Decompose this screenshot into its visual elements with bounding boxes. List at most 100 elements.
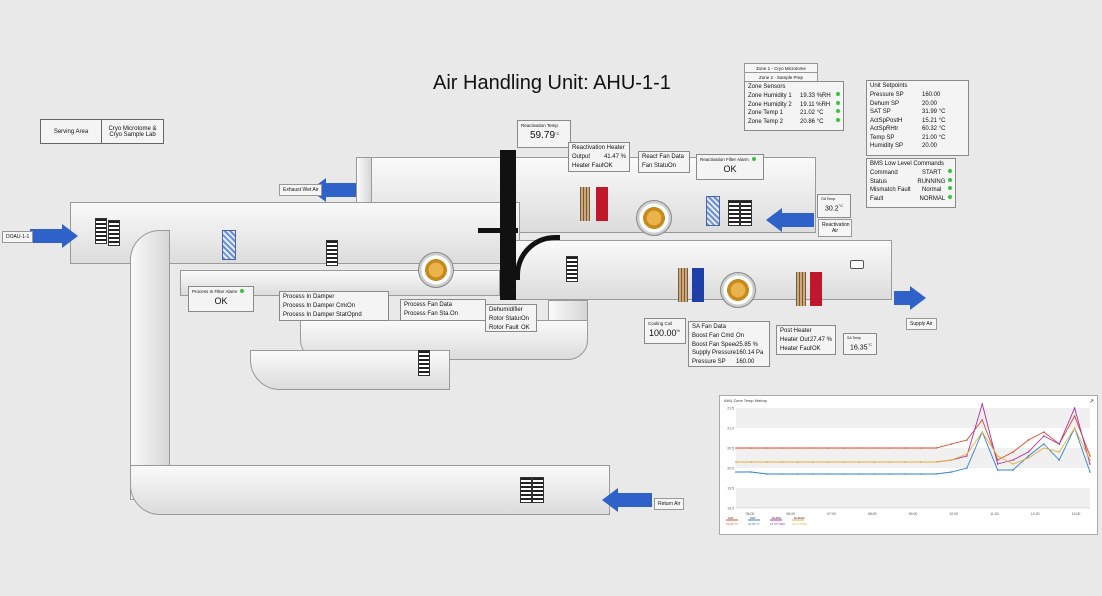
serving-area-value: Cryo Microtome & Cryo Sample Lab	[108, 125, 157, 138]
series-point-refrh2	[1058, 451, 1061, 453]
process-filter-alarm-label: Process In Filter Alarm	[189, 287, 253, 296]
series-point-zat	[750, 471, 753, 473]
setpoint-value: 15.21 °C	[922, 117, 946, 124]
status-dot-icon	[751, 157, 756, 161]
rotor-status-value: On	[521, 316, 530, 322]
series-line-zat	[736, 426, 1091, 475]
series-point-sat	[889, 447, 891, 449]
status-dot-icon	[948, 186, 952, 190]
series-line-refrh2	[736, 427, 1091, 465]
react-filter	[706, 196, 720, 226]
status-dot-icon	[836, 100, 840, 105]
zone-humidity-2-label: Zone Humidity 2	[748, 101, 792, 108]
series-point-zat	[1058, 459, 1061, 461]
series-point-refrh2	[796, 461, 799, 463]
setpoint-value: 31.99 °C	[922, 109, 946, 115]
series-point-refrh2	[950, 459, 953, 461]
expand-icon[interactable]: ↗	[1088, 399, 1094, 405]
series-point-refrh2	[1043, 447, 1045, 449]
series-point-sat	[765, 447, 768, 449]
series-point-refrh	[1027, 451, 1030, 453]
series-point-refrh2	[1089, 459, 1091, 461]
sa-fan-value: On	[736, 333, 745, 339]
return-vertical	[130, 230, 170, 500]
series-point-sat	[996, 459, 999, 461]
series-point-zat	[873, 473, 876, 475]
series-point-zat	[996, 469, 999, 471]
post-heater-panel: Post Heater Heater Out...27.47 % Heater …	[776, 325, 836, 355]
sa-sensor-icon	[850, 260, 864, 269]
oa-temp-unit: °C	[838, 203, 844, 208]
react-filter-alarm-panel: Reactivation Filter Alarm OK	[696, 154, 764, 180]
setpoint-label: SAT SP	[870, 109, 891, 115]
series-point-sat	[950, 443, 953, 445]
setpoint-label: Temp SP	[870, 134, 895, 141]
process-damper-2	[566, 256, 578, 282]
series-point-refrh2	[858, 461, 860, 463]
setpoint-label: ActSpRHtr	[870, 126, 899, 132]
status-dot-icon	[836, 92, 840, 96]
zone-temp-1-value: 21.02 °C	[800, 110, 824, 116]
cooling-coil-unit: %	[676, 328, 681, 333]
series-point-sat	[781, 447, 783, 449]
zone-humidity-1-value: 19.33 %RH	[800, 93, 831, 99]
post-heater-header: Post Heater	[780, 328, 812, 334]
page-title: Air Handling Unit: AHU-1-1	[433, 72, 671, 94]
setpoint-value: 160.00	[922, 92, 941, 98]
bms-value: RUNNING	[917, 178, 946, 185]
process-fan-header: Process Fan Data	[404, 302, 453, 308]
series-line-sat	[736, 414, 1091, 461]
x-tick-label: 06:00	[786, 512, 795, 516]
legend-value: 19.33 %RH	[770, 522, 785, 526]
bms-value: START	[922, 170, 942, 176]
reactivation-temp-value: 59.79	[530, 130, 556, 141]
bms-label: Status	[870, 178, 888, 185]
legend-value: 19.11 %RH	[792, 522, 807, 526]
zone-sensors-header: Zone Sensors	[748, 84, 786, 90]
series-point-refrh	[981, 403, 984, 405]
process-filter	[222, 230, 236, 260]
x-tick-label: 05:00	[746, 512, 755, 516]
reactivation-air-label: Reactivation Air	[818, 219, 852, 237]
sa-temp-unit: °C	[867, 342, 873, 347]
series-point-refrh2	[873, 461, 876, 463]
reactivation-air-arrow	[766, 208, 814, 232]
series-point-refrh	[1089, 463, 1091, 465]
series-point-zat	[1027, 455, 1030, 457]
heater-output-value: 41.47 %	[603, 154, 626, 160]
rotor-divider-hbar	[478, 228, 518, 233]
react-fan-status-label: Fan Status	[642, 163, 668, 169]
zone-temp-1-label: Zone Temp 1	[748, 110, 783, 116]
post-heater-fault-value: OK	[812, 345, 821, 352]
status-dot-icon	[240, 289, 245, 293]
series-point-refrh	[1043, 435, 1045, 437]
damper-state-value: Opnd	[347, 311, 362, 318]
return-air-label: Return Air	[654, 498, 685, 510]
bms-label: Fault	[870, 195, 884, 202]
series-point-refrh2	[935, 461, 937, 463]
sa-fan-label: Boost Fan Speed	[692, 341, 736, 348]
series-point-refrh2	[919, 461, 922, 463]
setpoint-label: Pressure SP	[870, 92, 904, 98]
process-filter-alarm-value: OK	[214, 296, 228, 306]
series-point-zat	[1012, 469, 1014, 471]
series-point-refrh	[1058, 443, 1061, 445]
zone-temp-2-label: Zone Temp 2	[748, 118, 783, 125]
status-dot-icon	[948, 194, 952, 199]
series-point-refrh2	[889, 461, 891, 463]
sa-temp-value: 16.35	[850, 344, 868, 352]
bms-commands-header: BMS Low Level Commands	[870, 161, 945, 167]
legend-name: ZAT	[750, 516, 756, 520]
setpoint-label: Dehum SP	[870, 100, 900, 107]
chart-band	[736, 448, 1090, 468]
reactivation-heater-coil	[596, 187, 608, 221]
reactivation-temp-label: Reactivation Temp	[521, 123, 558, 128]
status-dot-icon	[948, 169, 952, 173]
damper-state-label: Process In Damper State	[283, 311, 347, 318]
series-point-refrh2	[1027, 457, 1030, 459]
post-heater-out-value: 27.47 %	[809, 337, 832, 343]
